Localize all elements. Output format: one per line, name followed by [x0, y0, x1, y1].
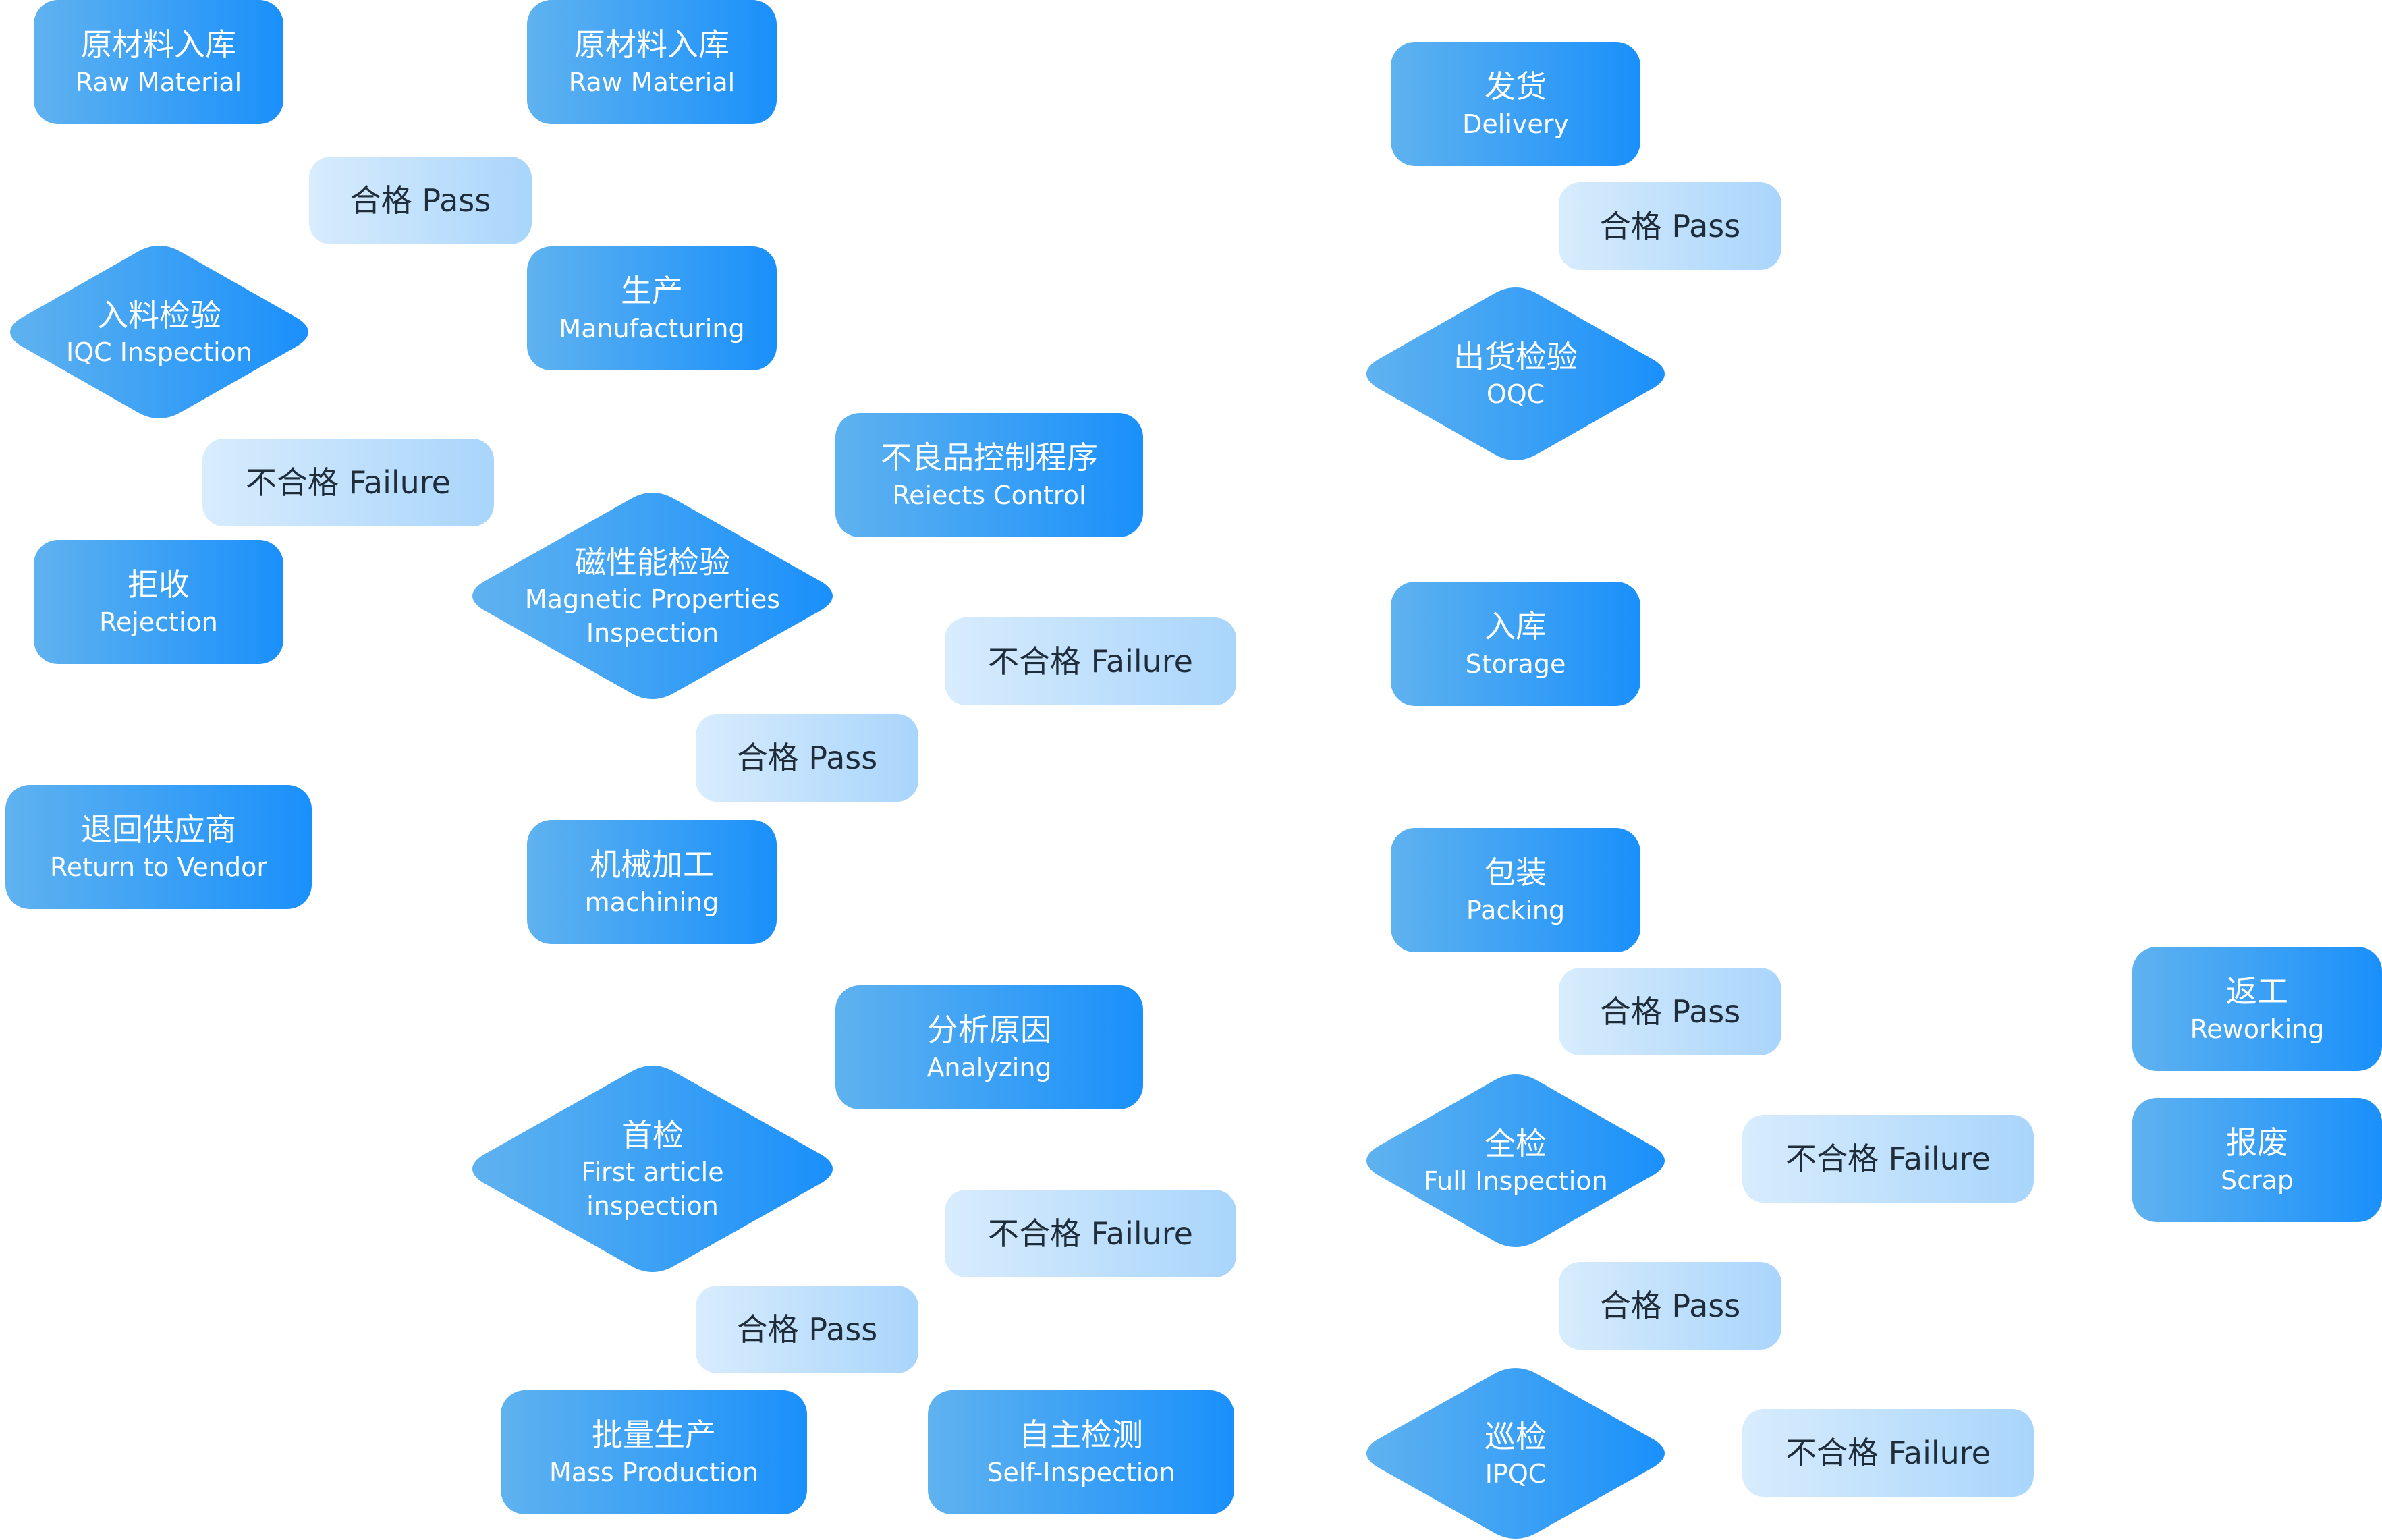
self-inspection-zh: 自主检测	[1019, 1417, 1143, 1453]
first-article-zh: 首检	[621, 1117, 684, 1153]
storage-zh: 入库	[1485, 608, 1547, 644]
magnetic-properties-decision: 磁性能检验 Magnetic Properties Inspection	[462, 491, 843, 700]
scrap-node: 报废 Scrap	[2132, 1098, 2382, 1222]
rejects-control-node: 不良品控制程序 Reiects Control	[835, 413, 1143, 537]
pass-label: 合格 Pass	[1559, 968, 1781, 1055]
ipqc-en: IPQC	[1485, 1458, 1547, 1489]
first-article-en: First article inspection	[581, 1157, 724, 1221]
raw-material-node-2: 原材料入库 Raw Material	[527, 0, 777, 124]
first-article-decision: 首检 First article inspection	[462, 1064, 843, 1273]
iqc-en: IQC Inspection	[65, 337, 252, 367]
raw-material-zh: 原材料入库	[81, 26, 236, 63]
reworking-node: 返工 Reworking	[2132, 947, 2382, 1071]
raw-material-en: Raw Material	[75, 67, 242, 97]
decision-diamond-shape	[472, 493, 833, 699]
pass-label: 合格 Pass	[696, 714, 918, 802]
decision-diamond-shape	[472, 1066, 833, 1272]
pass-label: 合格 Pass	[1559, 1262, 1781, 1350]
oqc-decision: 出货检验 OQC	[1356, 286, 1675, 462]
storage-en: Storage	[1465, 649, 1566, 679]
magnetic-en: Magnetic Properties Inspection	[524, 584, 781, 648]
manufacturing-node: 生产 Manufacturing	[527, 246, 777, 370]
decision-diamond-shape	[1366, 1074, 1665, 1247]
full-inspection-decision: 全检 Full Inspection	[1356, 1073, 1675, 1248]
machining-node: 机械加工 machining	[527, 820, 777, 944]
packing-node: 包装 Packing	[1391, 828, 1640, 952]
packing-en: Packing	[1466, 896, 1566, 925]
raw-material-node: 原材料入库 Raw Material	[34, 0, 283, 124]
iqc-zh: 入料检验	[96, 297, 221, 333]
failure-label: 不合格 Failure	[945, 617, 1236, 705]
failure-label: 不合格 Failure	[1742, 1409, 2034, 1497]
decision-diamond-shape	[1366, 1367, 1665, 1539]
analyzing-zh: 分析原因	[927, 1012, 1051, 1048]
mass-production-node: 批量生产 Mass Production	[501, 1390, 807, 1514]
failure-label: 不合格 Failure	[945, 1190, 1236, 1277]
delivery-en: Delivery	[1462, 109, 1569, 139]
ipqc-zh: 巡检	[1485, 1418, 1547, 1455]
oqc-zh: 出货检验	[1453, 339, 1578, 375]
pass-label: 合格 Pass	[696, 1286, 918, 1373]
scrap-zh: 报废	[2226, 1124, 2288, 1161]
machining-zh: 机械加工	[590, 846, 714, 883]
decision-diamond-shape	[1366, 287, 1665, 460]
rejection-node: 拒收 Rejection	[34, 540, 283, 664]
scrap-en: Scrap	[2220, 1165, 2294, 1195]
machining-en: machining	[584, 887, 719, 917]
pass-label: 合格 Pass	[1559, 182, 1781, 270]
oqc-en: OQC	[1486, 379, 1545, 409]
delivery-zh: 发货	[1485, 68, 1547, 105]
pass-label: 合格 Pass	[309, 157, 532, 244]
mass-production-zh: 批量生产	[592, 1417, 716, 1453]
rejection-en: Rejection	[99, 607, 218, 637]
iqc-inspection-decision: 入料检验 IQC Inspection	[0, 244, 318, 420]
ipqc-decision: 巡检 IPQC	[1356, 1367, 1675, 1540]
full-inspection-en: Full Inspection	[1423, 1166, 1608, 1196]
rejects-control-zh: 不良品控制程序	[881, 439, 1098, 476]
delivery-node: 发货 Delivery	[1391, 42, 1640, 166]
storage-node: 入库 Storage	[1391, 582, 1640, 706]
reworking-zh: 返工	[2226, 973, 2288, 1010]
raw-material-2-zh: 原材料入库	[574, 26, 729, 63]
failure-label: 不合格 Failure	[202, 439, 494, 526]
manufacturing-en: Manufacturing	[559, 314, 745, 343]
reworking-en: Reworking	[2190, 1014, 2325, 1044]
self-inspection-en: Self-Inspection	[987, 1458, 1175, 1487]
rejects-control-en: Reiects Control	[892, 480, 1086, 510]
manufacturing-zh: 生产	[621, 273, 683, 309]
raw-material-2-en: Raw Material	[568, 67, 736, 97]
self-inspection-node: 自主检测 Self-Inspection	[928, 1390, 1234, 1514]
return-to-vendor-en: Return to Vendor	[50, 852, 267, 882]
decision-diamond-shape	[10, 246, 308, 418]
packing-zh: 包装	[1485, 854, 1547, 891]
failure-label: 不合格 Failure	[1742, 1115, 2034, 1203]
analyzing-en: Analyzing	[926, 1053, 1052, 1082]
rejection-zh: 拒收	[128, 566, 190, 603]
return-to-vendor-node: 退回供应商 Return to Vendor	[5, 785, 312, 909]
mass-production-en: Mass Production	[549, 1458, 758, 1487]
analyzing-node: 分析原因 Analyzing	[835, 985, 1143, 1109]
return-to-vendor-zh: 退回供应商	[81, 811, 236, 848]
magnetic-zh: 磁性能检验	[574, 544, 730, 580]
full-inspection-zh: 全检	[1485, 1126, 1547, 1162]
